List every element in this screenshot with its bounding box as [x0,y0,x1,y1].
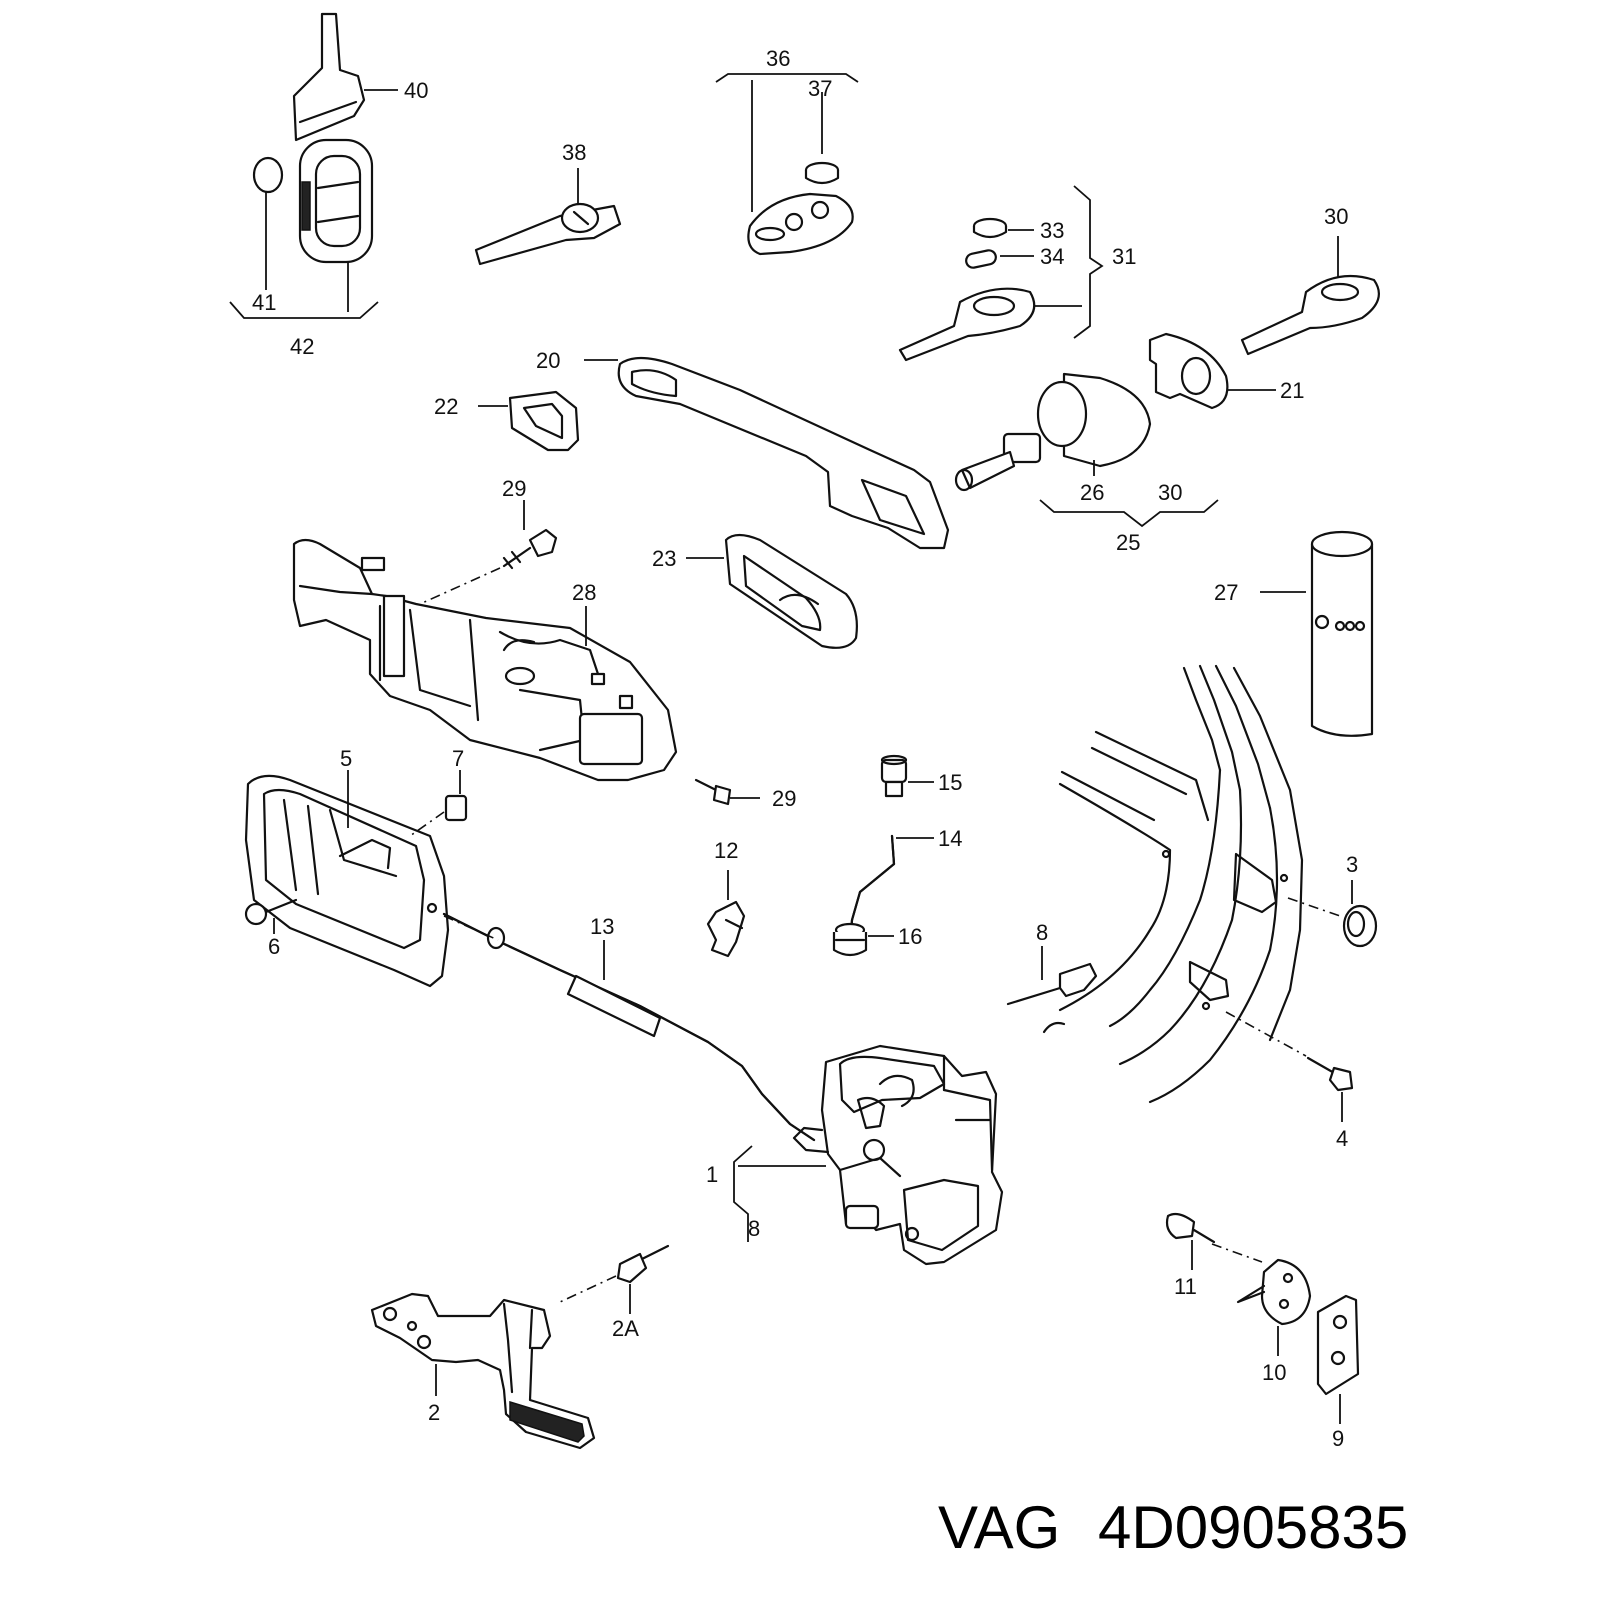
callout-41: 41 [252,290,276,315]
callout-13: 13 [590,914,614,939]
callout-29-lower: 29 [772,786,796,811]
callout-labels: 40 41 42 36 37 38 33 34 31 30 20 21 22 2… [252,46,1358,1451]
part-8-connector-pin [1006,962,1098,1006]
part-2A-rivet [616,1244,670,1284]
callout-8-lock: 8 [748,1216,760,1241]
callout-2: 2 [428,1400,440,1425]
callout-37: 37 [808,76,832,101]
part-7-clip-nut [444,794,468,822]
callout-16: 16 [898,924,922,949]
part-38-key-insert [474,202,622,266]
callout-5: 5 [340,746,352,771]
part-13-cable [442,912,816,1142]
part-36-transmitter [747,192,854,256]
callout-14: 14 [938,826,962,851]
part-33-battery [972,217,1008,239]
callout-1: 1 [706,1162,718,1187]
callout-21: 21 [1280,378,1304,403]
part-41-o-ring [252,156,284,194]
callout-10: 10 [1262,1360,1286,1385]
callout-20: 20 [536,348,560,373]
part-40-key-blade [292,12,366,142]
callout-28: 28 [572,580,596,605]
part-9-plate [1316,1294,1360,1396]
part-21-cylinder-housing [1148,332,1229,410]
callout-22: 22 [434,394,458,419]
part-30-key [1240,274,1380,356]
part-34-bulb [965,249,997,269]
callout-38: 38 [562,140,586,165]
part-29-screw [502,528,558,570]
part-22-gasket [508,390,580,452]
callout-2A: 2A [612,1316,639,1341]
callout-29-upper: 29 [502,476,526,501]
brand-name: VAG [938,1494,1060,1561]
callout-27: 27 [1214,580,1238,605]
door-shell-outline [1042,664,1304,1104]
callout-30-cylinder: 30 [1158,480,1182,505]
callout-9: 9 [1332,1426,1344,1451]
callout-7: 7 [452,746,464,771]
callout-12: 12 [714,838,738,863]
part-29-screw-lower [694,778,732,806]
part-37-battery [804,161,840,185]
callout-30-key: 30 [1324,204,1348,229]
callout-23: 23 [652,546,676,571]
callout-34: 34 [1040,244,1064,269]
part-3-plug [1342,904,1378,948]
part-4-screw [1306,1056,1354,1092]
part-20-door-handle [617,356,950,550]
part-5-inner-handle [244,774,450,988]
footer-part-number: VAG 4D0905835 [938,1494,1408,1561]
part-number: 4D0905835 [1098,1494,1408,1561]
part-10-striker [1236,1258,1312,1326]
part-26-lock-cylinder [954,372,1152,492]
callout-15: 15 [938,770,962,795]
part-27-grease-tube [1310,530,1374,737]
part-31-key [898,287,1036,362]
callout-36: 36 [766,46,790,71]
callout-25: 25 [1116,530,1140,555]
callout-31: 31 [1112,244,1136,269]
part-11-screw [1165,1212,1216,1244]
part-42-remote-housing [298,138,374,264]
part-16-grommet [832,922,868,957]
part-2-bracket [370,1292,596,1450]
callout-26: 26 [1080,480,1104,505]
callout-11: 11 [1174,1274,1197,1299]
callout-42: 42 [290,334,314,359]
callout-3: 3 [1346,852,1358,877]
part-12-clip [706,900,746,958]
callout-6: 6 [268,934,280,959]
callout-33: 33 [1040,218,1064,243]
callout-4: 4 [1336,1126,1348,1151]
callout-8-pin: 8 [1036,920,1048,945]
part-1-door-lock [792,1044,1004,1266]
part-6-screw [244,898,298,926]
part-23-gasket [724,533,858,649]
part-28-handle-carrier [292,538,678,782]
part-15-bushing [880,754,908,798]
callout-40: 40 [404,78,428,103]
